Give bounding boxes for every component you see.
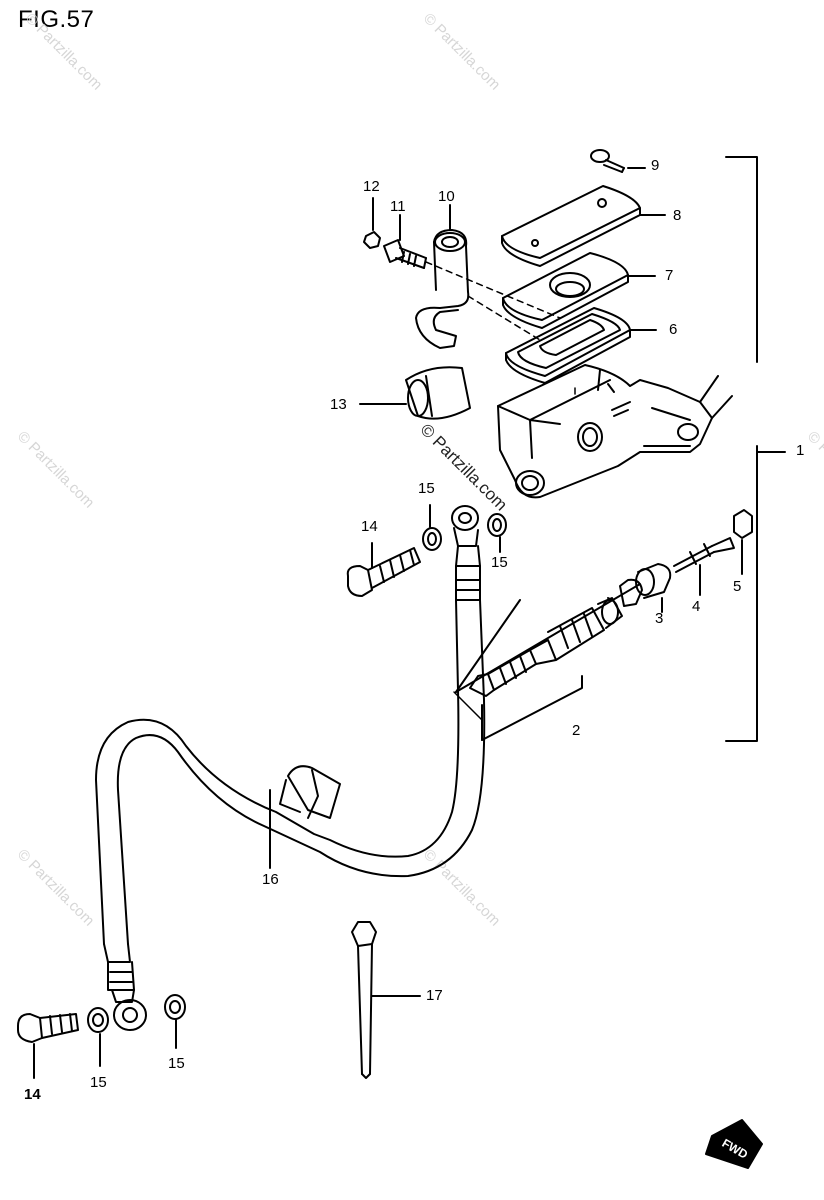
banjo-bolt-part-14-lower — [17, 1013, 79, 1079]
assembly-dashed-lines — [425, 261, 576, 399]
screw-part-9 — [590, 149, 646, 173]
nut-part-5 — [733, 509, 753, 575]
reservoir-cap-part-8 — [501, 185, 666, 267]
callout-14a: 14 — [361, 518, 378, 535]
callout-15b: 15 — [491, 554, 508, 571]
washer-part-15-lower-left — [87, 1007, 109, 1067]
callout-3: 3 — [655, 610, 664, 627]
callout-2: 2 — [572, 722, 581, 739]
callout-9: 9 — [651, 157, 660, 174]
diaphragm-plate-part-7 — [502, 252, 656, 329]
banjo-bolt-part-14-upper — [346, 542, 421, 597]
cup-part-3 — [619, 563, 672, 613]
callout-12: 12 — [363, 178, 380, 195]
hose-banjo-fitting — [451, 505, 481, 601]
boot-part-13 — [359, 366, 471, 420]
push-rod-part-4 — [673, 537, 735, 596]
callout-15a: 15 — [418, 480, 435, 497]
callout-5: 5 — [733, 578, 742, 595]
clamp-part-10 — [415, 204, 470, 349]
callout-13: 13 — [330, 396, 347, 413]
callout-15d: 15 — [168, 1055, 185, 1072]
callout-10: 10 — [438, 188, 455, 205]
figure-title: FIG.57 — [18, 6, 95, 33]
washer-part-15-upper-right — [487, 513, 507, 553]
cable-tie-part-17 — [351, 921, 421, 1079]
callout-11: 11 — [390, 198, 406, 215]
diaphragm-part-6 — [505, 307, 657, 384]
nut-part-12 — [363, 197, 381, 249]
bolt-part-11 — [383, 214, 427, 269]
washer-part-15-lower-right — [164, 994, 186, 1049]
master-cylinder-body — [497, 364, 733, 499]
callout-15c: 15 — [90, 1074, 107, 1091]
hose-lower-fitting — [103, 943, 147, 1031]
callout-6: 6 — [669, 321, 678, 338]
brake-hose-part-16 — [95, 599, 486, 945]
callout-7: 7 — [665, 267, 674, 284]
washer-part-15-upper — [422, 504, 442, 551]
callout-17: 17 — [426, 987, 443, 1004]
forward-direction-badge: FWD — [705, 1119, 763, 1169]
callout-1: 1 — [796, 442, 805, 459]
callout-4: 4 — [692, 598, 701, 615]
callout-16: 16 — [262, 871, 279, 888]
callout-14b: 14 — [24, 1086, 41, 1103]
assembly-bracket — [725, 156, 786, 742]
callout-8: 8 — [673, 207, 682, 224]
